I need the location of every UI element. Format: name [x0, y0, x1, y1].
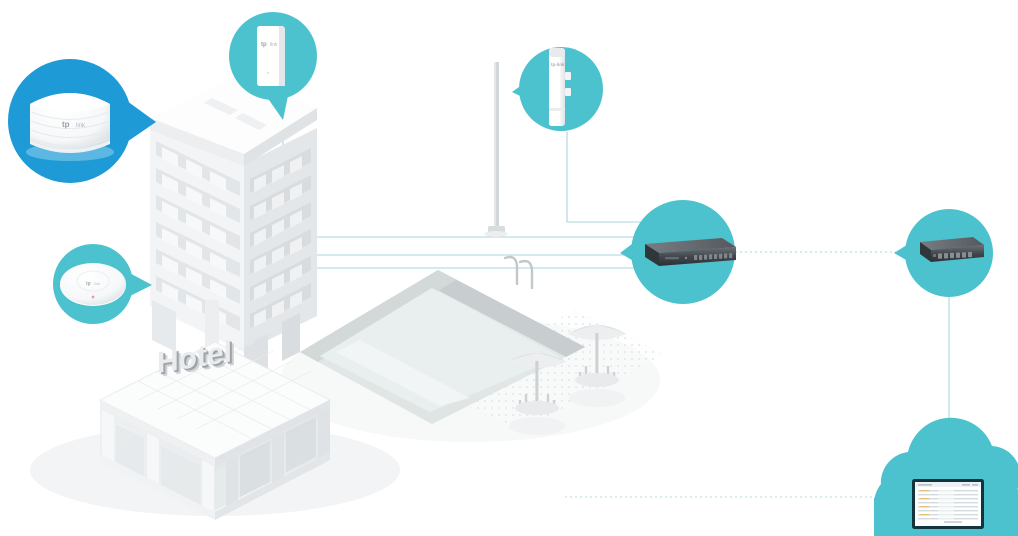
cloud-tablet-device: [912, 479, 984, 529]
svg-text:tp-link: tp-link: [551, 62, 565, 67]
tplink-logo-icon: tp link: [261, 42, 278, 48]
led-indicator: [91, 295, 95, 299]
callout-core-switch[interactable]: [620, 200, 736, 304]
callout-outdoor-ap[interactable]: tp-link: [512, 47, 603, 131]
svg-text:link: link: [94, 281, 100, 286]
svg-text:link: link: [270, 42, 278, 48]
link-outdoor-ap: [566, 132, 641, 223]
ceiling-ap-device: tp link: [26, 93, 114, 161]
pool-rim-far: [420, 270, 585, 357]
callout-wall-plate-ap[interactable]: tp link: [229, 12, 317, 120]
rack-switch-device: [645, 238, 736, 266]
hotel-building: Hotel Hotel Hotel: [99, 72, 331, 520]
callout-cloud-controller[interactable]: [874, 417, 1018, 536]
pool-umbrella: [508, 353, 566, 435]
tplink-logo-icon: tp link: [62, 120, 86, 129]
pool-deck: [428, 310, 665, 432]
lamp-post: [484, 62, 508, 237]
pool-ladder: [503, 255, 534, 290]
lobby-roof-tiles: [137, 341, 312, 440]
callout-ceiling-ap-hero[interactable]: tp link: [8, 59, 156, 183]
pool-umbrella: [568, 325, 626, 407]
pool-area: [300, 255, 665, 435]
callout-edge-switch[interactable]: [894, 209, 993, 297]
wall-ap-device: tp link: [257, 26, 285, 86]
tplink-logo-icon: tp link: [86, 281, 100, 287]
outdoor-ap-device: tp-link: [549, 48, 571, 126]
flat-ap-device: tp link: [60, 263, 126, 306]
switch-ports: [694, 253, 733, 260]
desktop-switch-device: [920, 237, 984, 262]
lobby-pillars-right: [226, 408, 330, 511]
link-wall-ap-down: [282, 104, 641, 238]
hotel-sign: Hotel Hotel Hotel: [157, 335, 236, 383]
tplink-logo-icon: tp-link: [551, 62, 565, 67]
lobby-pillars: [102, 410, 214, 518]
switch-ports: [938, 251, 972, 259]
tower-windows-right: [250, 148, 311, 328]
svg-text:tp: tp: [261, 42, 267, 48]
callout-flat-ceiling-ap[interactable]: tp link: [53, 244, 152, 324]
svg-text:tp: tp: [86, 281, 91, 287]
svg-text:tp: tp: [62, 120, 70, 129]
svg-text:link: link: [76, 123, 86, 129]
